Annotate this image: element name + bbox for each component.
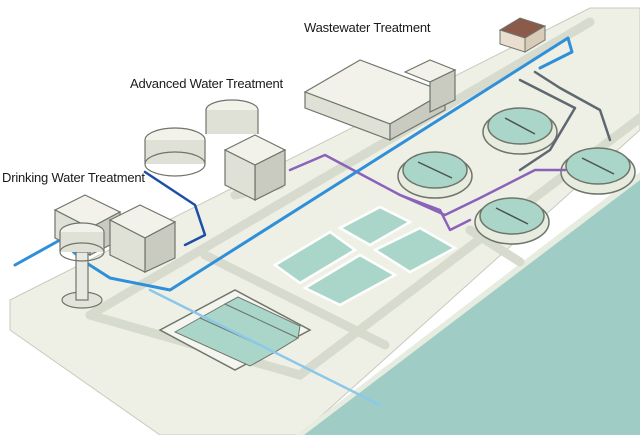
clarifier-1 bbox=[482, 107, 558, 155]
settling-ponds bbox=[272, 205, 458, 307]
process-pipe bbox=[288, 153, 567, 217]
sludge-pipe-2 bbox=[518, 78, 577, 172]
advanced-treatment-plant bbox=[144, 99, 287, 201]
drinking-water-treatment-label: Drinking Water Treatment bbox=[2, 170, 145, 185]
drinking-treatment-plant bbox=[53, 194, 177, 273]
wastewater-treatment-label: Wastewater Treatment bbox=[304, 20, 431, 35]
shoreline bbox=[296, 172, 640, 435]
advanced-pipe bbox=[143, 170, 207, 247]
wastewater-plant-building bbox=[303, 59, 457, 142]
clarifier-2 bbox=[397, 151, 473, 199]
house bbox=[498, 17, 547, 53]
intake-pipe bbox=[148, 288, 382, 407]
clarifier-4 bbox=[474, 197, 550, 245]
clarifier-tanks bbox=[397, 107, 636, 245]
water-tower bbox=[59, 222, 105, 309]
advanced-water-treatment-label: Advanced Water Treatment bbox=[130, 76, 283, 91]
process-pipe-2 bbox=[398, 193, 472, 232]
clarifier-3 bbox=[560, 147, 636, 195]
sludge-pipe bbox=[533, 70, 612, 142]
